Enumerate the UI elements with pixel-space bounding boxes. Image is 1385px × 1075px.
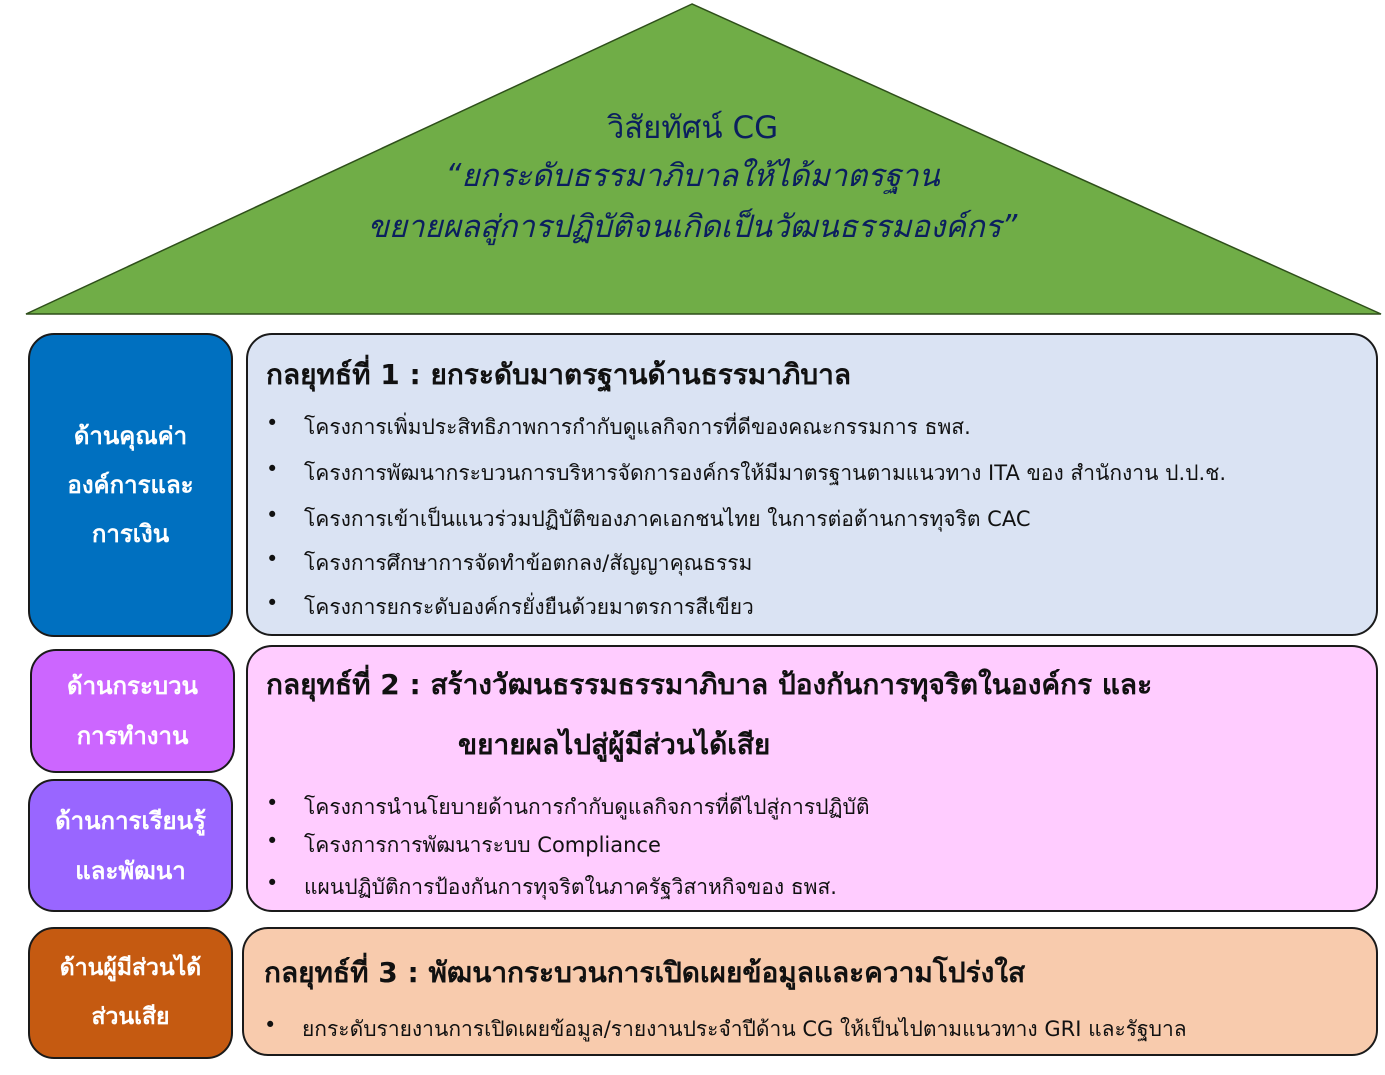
strategy-1-panel: กลยุทธ์ที่ 1 : ยกระดับมาตรฐานด้านธรรมาภิ… [246,333,1378,636]
vision-roof [25,3,1382,315]
strategy-1-list: โครงการเพิ่มประสิทธิภาพการกำกับดูแลกิจกา… [266,411,1226,635]
pillar-finance-line: การเงิน [91,519,170,548]
strategy-2-title-line2: ขยายผลไปสู่ผู้มีส่วนได้เสีย [458,728,771,761]
pillar-stakeholder-line: ด้านผู้มีส่วนได้ [59,955,202,981]
roof-triangle [25,3,1382,315]
pillar-learning-line: และพัฒนา [75,856,186,885]
vision-statement-line1: “ยกระดับธรรมาภิบาลให้ได้มาตรฐาน [445,158,940,194]
strategy-2-title: กลยุทธ์ที่ 2 : สร้างวัฒนธรรมธรรมาภิบาล ป… [266,668,1153,701]
strategy-3-panel: กลยุทธ์ที่ 3 : พัฒนากระบวนการเปิดเผยข้อม… [242,927,1378,1056]
pillar-learning-line: ด้านการเรียนรู้ [55,806,206,835]
list-item: โครงการเข้าเป็นแนวร่วมปฏิบัติของภาคเอกชน… [266,503,1226,547]
list-item: โครงการเพิ่มประสิทธิภาพการกำกับดูแลกิจกา… [266,411,1226,457]
pillar-finance: ด้านคุณค่า องค์การและ การเงิน [28,333,233,637]
vision-title: วิสัยทัศน์ CG [606,110,779,146]
pillar-process-line: ด้านกระบวน [67,672,198,700]
pillar-finance-line: องค์การและ [67,470,194,499]
pillar-stakeholder: ด้านผู้มีส่วนได้ ส่วนเสีย [28,927,233,1059]
pillar-learning: ด้านการเรียนรู้ และพัฒนา [28,779,233,912]
pillar-finance-line: ด้านคุณค่า [73,421,188,450]
vision-statement-line2: ขยายผลสู่การปฏิบัติจนเกิดเป็นวัฒนธรรมองค… [367,209,1018,245]
list-item: โครงการนำนโยบายด้านการกำกับดูแลกิจการที่… [266,791,870,829]
strategy-2-list: โครงการนำนโยบายด้านการกำกับดูแลกิจการที่… [266,791,870,911]
strategy-3-title: กลยุทธ์ที่ 3 : พัฒนากระบวนการเปิดเผยข้อม… [264,956,1026,989]
list-item: ยกระดับรายงานการเปิดเผยข้อมูล/รายงานประจ… [264,1013,1187,1043]
strategy-1-title: กลยุทธ์ที่ 1 : ยกระดับมาตรฐานด้านธรรมาภิ… [266,358,852,391]
list-item: โครงการการพัฒนาระบบ Compliance [266,829,870,871]
list-item: แผนปฏิบัติการป้องกันการทุจริตในภาครัฐวิส… [266,871,870,911]
pillar-stakeholder-line: ส่วนเสีย [91,1004,170,1030]
strategy-3-list: ยกระดับรายงานการเปิดเผยข้อมูล/รายงานประจ… [264,1013,1187,1043]
list-item: โครงการพัฒนากระบวนการบริหารจัดการองค์กรใ… [266,457,1226,503]
list-item: โครงการยกระดับองค์กรยั่งยืนด้วยมาตรการสี… [266,591,1226,635]
pillar-process: ด้านกระบวน การทำงาน [30,649,235,773]
list-item: โครงการศึกษาการจัดทำข้อตกลง/สัญญาคุณธรรม [266,547,1226,591]
strategy-2-panel: กลยุทธ์ที่ 2 : สร้างวัฒนธรรมธรรมาภิบาล ป… [246,645,1378,912]
pillar-process-line: การทำงาน [76,722,189,750]
